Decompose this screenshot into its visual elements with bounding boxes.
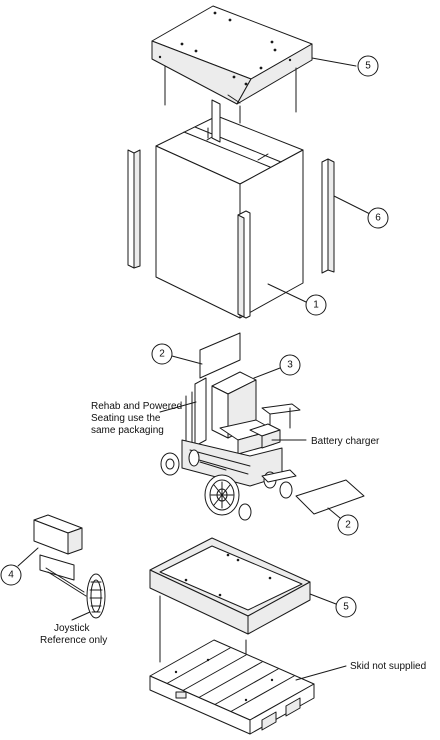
callout-card-bottom: 2: [337, 514, 359, 536]
callout-number: 3: [287, 360, 293, 371]
tray: [149, 537, 311, 635]
sleeve-left: [127, 149, 135, 269]
callout-lid: 5: [357, 55, 379, 77]
tray-inner-floor: [159, 545, 303, 611]
lid-side-face: [236, 43, 313, 105]
cardboard-sheet-bottom: [295, 479, 365, 515]
corner-posts: [211, 99, 251, 319]
sleeve-right: [321, 158, 329, 274]
note-joystick-2: Reference only: [40, 635, 107, 646]
joystick-unit: [86, 573, 106, 619]
callout-sleeve: 6: [367, 207, 389, 229]
leader-lines: [17, 57, 371, 681]
note-joystick-1: Joystick: [54, 623, 91, 634]
callout-joystick: 4: [0, 564, 22, 586]
callout-tray: 5: [335, 596, 357, 618]
skid: [149, 639, 315, 735]
callout-number: 2: [159, 349, 165, 360]
callout-number: 2: [345, 520, 351, 531]
note-skid: Skid not supplied: [350, 661, 426, 672]
joystick: [33, 514, 106, 619]
callout-number: 5: [343, 602, 349, 613]
note-rehab-2: Seating use the: [91, 413, 161, 424]
box: [155, 115, 304, 319]
wheelchair: [160, 371, 301, 521]
lid: [151, 5, 313, 105]
note-rehab-3: same packaging: [91, 425, 164, 436]
callout-box: 1: [305, 294, 327, 316]
callout-number: 5: [365, 61, 371, 72]
callout-number: 4: [8, 570, 14, 581]
callout-card-top: 2: [151, 343, 173, 365]
note-rehab-1: Rehab and Powered: [91, 401, 182, 412]
callout-number: 6: [375, 213, 381, 224]
callout-insert: 3: [279, 354, 301, 376]
cardboard-sheet-top: [199, 332, 241, 379]
note-battery-charger: Battery charger: [311, 436, 380, 447]
callout-number: 1: [313, 300, 319, 311]
